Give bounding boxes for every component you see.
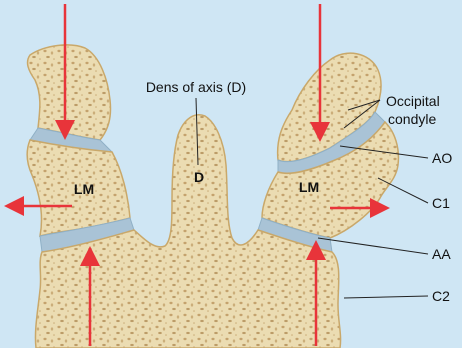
aa-label: AA <box>432 246 451 262</box>
dens-caption: Dens of axis (D) <box>146 79 246 95</box>
lateral-mass-right-label: LM <box>299 179 319 195</box>
occipital-label-line2: condyle <box>388 111 436 127</box>
c1-label: C1 <box>432 195 450 211</box>
dens-label: D <box>194 169 204 185</box>
c2-label: C2 <box>432 288 450 304</box>
leader-aa <box>318 238 428 254</box>
occipital-condyle-left <box>28 45 111 140</box>
leader-c2 <box>344 296 428 298</box>
occipital-label-line1: Occipital <box>386 93 440 109</box>
lateral-mass-left-label: LM <box>74 181 94 197</box>
ao-label: AO <box>432 150 452 166</box>
